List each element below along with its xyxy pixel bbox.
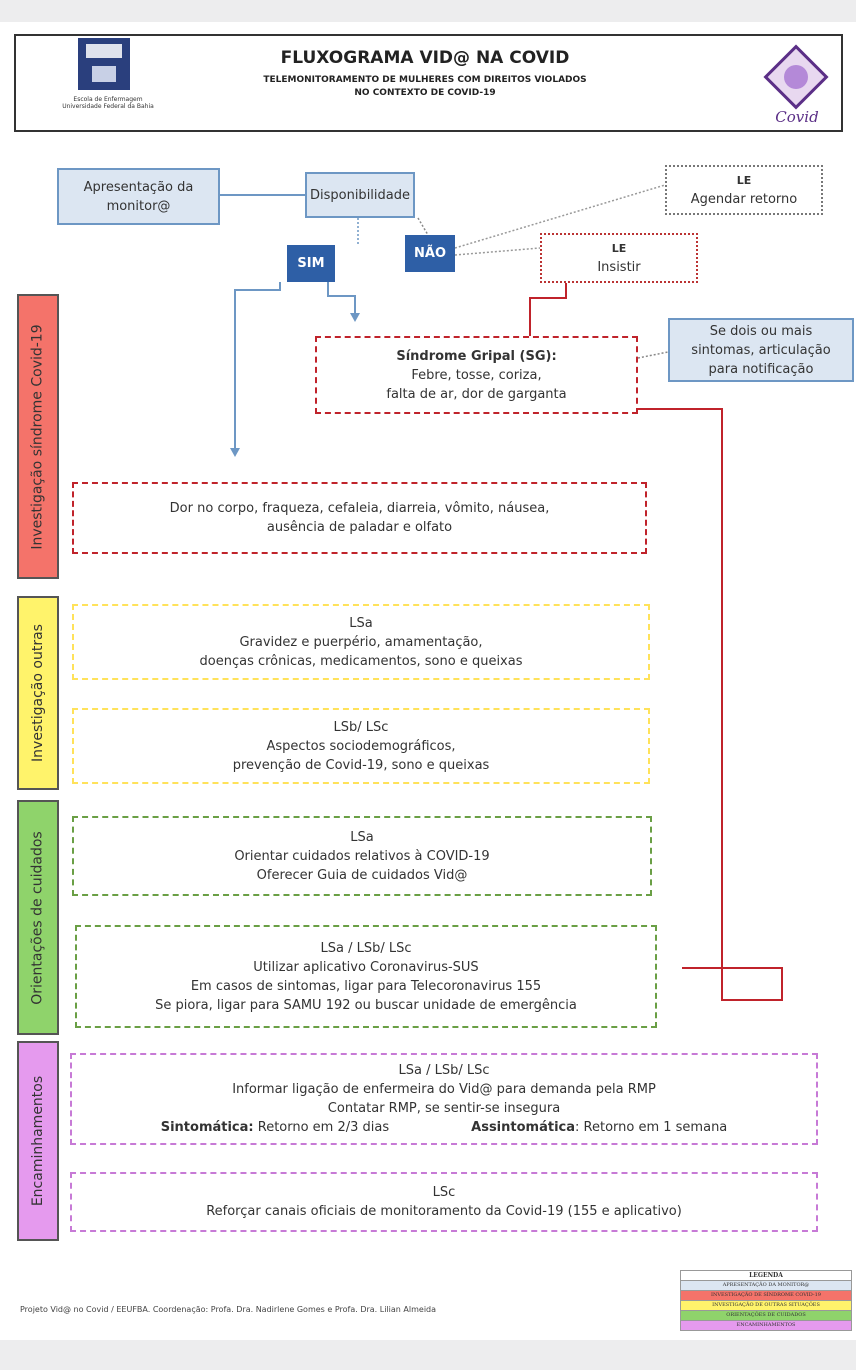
le-insistir-text: Insistir [597, 260, 641, 275]
encaminhamentos-2-line-1: Reforçar canais oficiais de monitorament… [206, 1204, 682, 1219]
orientacoes-todas-line-2: Em casos de sintomas, ligar para Telecor… [190, 978, 542, 994]
page-title: FLUXOGRAMA VID@ NA COVID [280, 48, 570, 68]
header-frame [14, 34, 843, 132]
encaminhamentos-1-retorno-row: Sintomática: Retorno em 2/3 dias Assinto… [161, 1118, 728, 1137]
encaminhamentos-1-line-1: Informar ligação de enfermeira do Vid@ p… [232, 1082, 656, 1097]
le-insistir-box: LE Insistir [540, 233, 698, 283]
university-crest-icon [78, 38, 130, 90]
outras-lsa-line-2: doenças crônicas, medicamentos, sono e q… [199, 653, 523, 669]
logo-word: Covid [775, 108, 819, 126]
orientacoes-todas-line-1: Utilizar aplicativo Coronavirus-SUS [253, 959, 479, 975]
sg-line-2: falta de ar, dor de garganta [386, 386, 567, 402]
legend-item-apresentacao: APRESENTAÇÃO DA MONITOR@ [681, 1280, 851, 1290]
legend-item-outras: INVESTIGAÇÃO DE OUTRAS SITUAÇÕES [681, 1300, 851, 1310]
legend-item-sindrome: INVESTIGAÇÃO DE SÍNDROME COVID-19 [681, 1290, 851, 1300]
legend-item-cuidados: ORIENTAÇÕES DE CUIDADOS [681, 1310, 851, 1320]
disponibilidade-box: Disponibilidade [305, 172, 415, 218]
university-line-2: Universidade Federal da Bahia [62, 103, 154, 110]
legend-title: LEGENDA [749, 1272, 783, 1279]
outras-lsb-line-2: prevenção de Covid-19, sono e queixas [232, 757, 490, 773]
section-label-encaminhamentos: Encaminhamentos [17, 1041, 59, 1241]
retorno-sintomatica: Sintomática: Retorno em 2/3 dias [161, 1118, 389, 1137]
notificacao-box: Se dois ou mais sintomas, articulação pa… [668, 318, 854, 382]
university-name: Escola de Enfermagem Universidade Federa… [58, 96, 158, 110]
le-insistir-title: LE [611, 242, 627, 255]
sintomatica-text: Retorno em 2/3 dias [253, 1120, 390, 1135]
sintomatica-label: Sintomática: [160, 1120, 254, 1135]
sg-line-1: Febre, tosse, coriza, [411, 367, 542, 383]
section-label-encaminhamentos-text: Encaminhamentos [30, 1075, 47, 1207]
sintomas-box: Dor no corpo, fraqueza, cefaleia, diarre… [72, 482, 647, 554]
sindrome-gripal-box: Síndrome Gripal (SG): Febre, tosse, cori… [315, 336, 638, 414]
page-subtitle: TELEMONITORAMENTO DE MULHERES COM DIREIT… [200, 74, 650, 100]
vid-covid-logo: Covid [763, 44, 830, 126]
outras-lsb-line-1: Aspectos sociodemográficos, [266, 738, 456, 754]
retorno-assintomatica: Assintomática: Retorno em 1 semana [471, 1118, 727, 1137]
orientacoes-todas-box: LSa / LSb/ LSc Utilizar aplicativo Coron… [75, 925, 657, 1028]
university-logo: Escola de Enfermagem Universidade Federa… [58, 38, 158, 128]
section-label-cuidados-text: Orientações de cuidados [30, 830, 46, 1005]
sintomas-line-2: ausência de paladar e olfato [266, 520, 453, 535]
outras-lsb-title: LSb/ LSc [333, 719, 389, 735]
footer-credit: Projeto Vid@ no Covid / EEUFBA. Coordena… [20, 1305, 437, 1314]
orientacoes-lsa-line-1: Orientar cuidados relativos à COVID-19 [234, 848, 490, 864]
outras-lsa-line-1: Gravidez e puerpério, amamentação, [239, 634, 483, 650]
legend-item-encaminhamentos: ENCAMINHAMENTOS [681, 1320, 851, 1330]
legend: LEGENDA APRESENTAÇÃO DA MONITOR@ INVESTI… [680, 1270, 852, 1331]
sg-title: Síndrome Gripal (SG): [396, 348, 557, 364]
orientacoes-lsa-title: LSa [350, 829, 374, 845]
encaminhamentos-1-line-2: Contatar RMP, se sentir-se insegura [327, 1101, 561, 1116]
section-label-outras-text: Investigação outras [30, 624, 47, 762]
apresentacao-box: Apresentação da monitor@ [57, 168, 220, 225]
section-label-cuidados: Orientações de cuidados [17, 800, 59, 1035]
outras-lsb-box: LSb/ LSc Aspectos sociodemográficos, pre… [72, 708, 650, 784]
orientacoes-todas-line-3: Se piora, ligar para SAMU 192 ou buscar … [155, 997, 577, 1013]
section-label-outras: Investigação outras [17, 596, 59, 790]
encaminhamentos-1-title: LSa / LSb/ LSc [398, 1063, 490, 1078]
sim-box: SIM [287, 245, 335, 282]
orientacoes-lsa-line-2: Oferecer Guia de cuidados Vid@ [256, 867, 468, 883]
encaminhamentos-box-2: LSc Reforçar canais oficiais de monitora… [70, 1172, 818, 1232]
le-agendar-text: Agendar retorno [690, 192, 798, 207]
subtitle-line-2: NO CONTEXTO DE COVID-19 [354, 88, 496, 98]
university-line-1: Escola de Enfermagem [73, 96, 143, 103]
orientacoes-todas-title: LSa / LSb/ LSc [320, 940, 412, 956]
orientacoes-lsa-box: LSa Orientar cuidados relativos à COVID-… [72, 816, 652, 896]
logo-circle-icon [784, 65, 808, 89]
subtitle-line-1: TELEMONITORAMENTO DE MULHERES COM DIREIT… [263, 75, 587, 85]
assintomatica-label: Assintomática [471, 1120, 576, 1135]
nao-box: NÃO [405, 235, 455, 272]
outras-lsa-box: LSa Gravidez e puerpério, amamentação, d… [72, 604, 650, 680]
le-agendar-title: LE [736, 174, 752, 187]
encaminhamentos-box-1: LSa / LSb/ LSc Informar ligação de enfer… [70, 1053, 818, 1145]
assintomatica-text: : Retorno em 1 semana [575, 1120, 728, 1135]
outras-lsa-title: LSa [349, 615, 373, 631]
encaminhamentos-2-title: LSc [432, 1185, 456, 1200]
sintomas-line-1: Dor no corpo, fraqueza, cefaleia, diarre… [169, 501, 550, 516]
le-agendar-box: LE Agendar retorno [665, 165, 823, 215]
section-label-sindrome: Investigação síndrome Covid-19 [17, 294, 59, 579]
section-label-sindrome-text: Investigação síndrome Covid-19 [30, 323, 47, 550]
